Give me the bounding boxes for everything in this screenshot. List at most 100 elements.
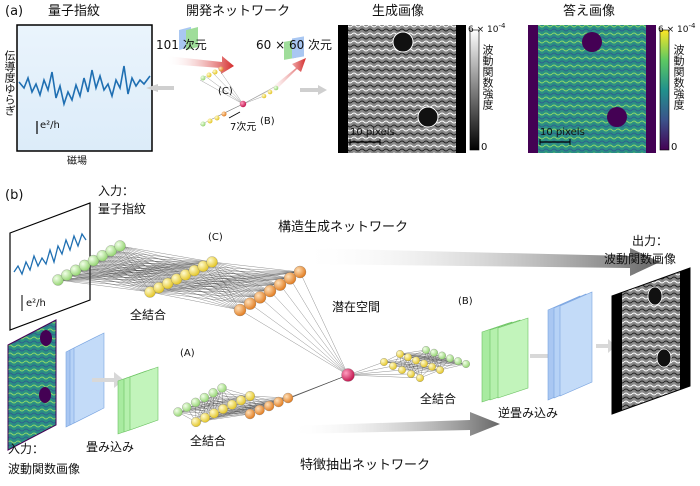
- net-b-label-a: (B): [260, 116, 275, 127]
- colorbar-viridis: [659, 29, 670, 151]
- network-c-input-node: [114, 240, 126, 252]
- input2-label-2: 波動関数画像: [8, 462, 81, 476]
- deconv-label: 逆畳み込み: [498, 406, 559, 420]
- colorbar-min-viridis: 0: [671, 142, 678, 153]
- network-c-output-node: [243, 297, 257, 310]
- feedback-arrow-left: [146, 84, 174, 92]
- output-label-1: 出力：: [632, 234, 669, 248]
- network-b-input-node: [389, 362, 397, 370]
- input-scale-label: e²/h: [26, 298, 46, 309]
- fc-label-top: 全結合: [130, 308, 167, 322]
- colorbar-max-gray: 6 × 10-4: [468, 22, 506, 35]
- network-a-hidden-node: [236, 395, 246, 406]
- dim-101-label: 101 次元: [156, 38, 207, 52]
- network-b-hidden-node: [412, 356, 420, 365]
- network-c-output-node: [273, 278, 287, 291]
- network-b-hidden-node: [420, 359, 428, 368]
- latent-space-node: [341, 368, 355, 382]
- network-b-hidden-node: [404, 353, 412, 362]
- network-a-input-node: [208, 388, 218, 398]
- network-b-input-node: [416, 374, 424, 382]
- output-label-2: 波動関数画像: [604, 252, 677, 266]
- network-c-input-node: [52, 274, 64, 286]
- network-a-input-node: [182, 402, 192, 412]
- dim-7-label: 7次元: [230, 122, 257, 133]
- network-a-input-node: [173, 407, 183, 417]
- network-b-output-node: [462, 360, 470, 368]
- network-c-output-node: [283, 272, 297, 285]
- network-a-hidden-node: [218, 404, 228, 414]
- fc-label-bottom: 全結合: [190, 434, 227, 448]
- blue-deconv-layers: [547, 291, 593, 401]
- network-a-hidden-node: [227, 399, 237, 410]
- network-a-input-node: [199, 392, 210, 403]
- network-a-input-node: [190, 397, 201, 408]
- panel-a-label: (a): [5, 4, 24, 19]
- network-a-hidden-node: [200, 412, 210, 423]
- network-a-output-node: [263, 400, 275, 412]
- network-b-output-node: [438, 351, 446, 360]
- colorbar-min-gray: 0: [481, 142, 488, 153]
- fingerprint-signal-line: [18, 65, 151, 107]
- feedback-arrow-right: [300, 85, 327, 95]
- fingerprint-xlabel: 磁場: [67, 156, 87, 167]
- network-b-output-node: [454, 357, 462, 366]
- conv-label: 畳み込み: [86, 440, 135, 454]
- green-conv-layers: [117, 366, 159, 435]
- network-a-output-node: [244, 408, 256, 420]
- net-c-label-a: (C): [218, 86, 233, 97]
- structure-network-label: 構造生成ネットワーク: [278, 220, 409, 235]
- colorbar-label-gray: 波動関数強度: [481, 44, 494, 110]
- network-b-output-node: [430, 348, 438, 357]
- network-c-output-node: [233, 303, 247, 317]
- network-b-hidden-node: [436, 366, 444, 374]
- generated-title: 生成画像: [372, 4, 425, 19]
- network-c-input-node: [70, 264, 82, 276]
- network-a-input-node: [217, 383, 227, 393]
- network-b-input-node: [407, 370, 415, 378]
- answer-pixels-label: 10 pixels: [540, 127, 585, 138]
- network-c-input-node: [96, 250, 108, 262]
- fc-label-right: 全結合: [420, 392, 457, 406]
- mini-network-diagram: [179, 26, 304, 127]
- network-c-input-node: [78, 259, 91, 272]
- network-b-hidden-node: [396, 350, 404, 358]
- blue-conv-layers: [65, 332, 105, 428]
- latent-space-label: 潜在空間: [332, 300, 381, 314]
- structure-arrow: [300, 248, 660, 276]
- answer-title: 答え画像: [563, 4, 616, 19]
- output-wave-image: [611, 267, 691, 415]
- network-a-output-node: [254, 404, 265, 416]
- network-b-hidden-node: [428, 362, 436, 371]
- network-a-output-node: [282, 392, 294, 404]
- network-edges: [57, 245, 467, 423]
- net-a-label-b: (A): [180, 348, 195, 359]
- network-c-input-node: [87, 254, 100, 267]
- fingerprint-title: 量子指紋: [48, 4, 101, 19]
- network-c-output-node: [253, 291, 267, 304]
- input-arrow: [166, 56, 234, 74]
- network-title: 開発ネットワーク: [186, 4, 291, 19]
- colorbar-max-viridis: 6 × 10-4: [658, 22, 696, 35]
- network-c-input-node: [61, 269, 73, 281]
- input-label-2: 量子指紋: [98, 202, 147, 216]
- network-c-output-node: [263, 284, 277, 298]
- input-label-1: 入力：: [98, 184, 135, 198]
- network-c-output-node: [293, 265, 307, 279]
- input-wave-image-stack: [7, 319, 57, 451]
- network-nodes: [52, 240, 470, 427]
- panel-b-label: (b): [5, 188, 24, 203]
- feature-arrow: [290, 412, 500, 436]
- generated-pixels-label: 10 pixels: [350, 127, 395, 138]
- network-b-output-node: [446, 354, 454, 363]
- mini-latent-node: [239, 100, 247, 108]
- network-b-input-node: [380, 358, 388, 366]
- dim-60x60-label: 60 × 60 次元: [256, 38, 333, 52]
- net-b-label-b: (B): [458, 296, 473, 307]
- network-a-hidden-node: [209, 408, 219, 419]
- fingerprint-scale-label: e²/h: [40, 120, 60, 131]
- network-a-output-node: [273, 396, 284, 408]
- input-fingerprint-card: [9, 202, 91, 331]
